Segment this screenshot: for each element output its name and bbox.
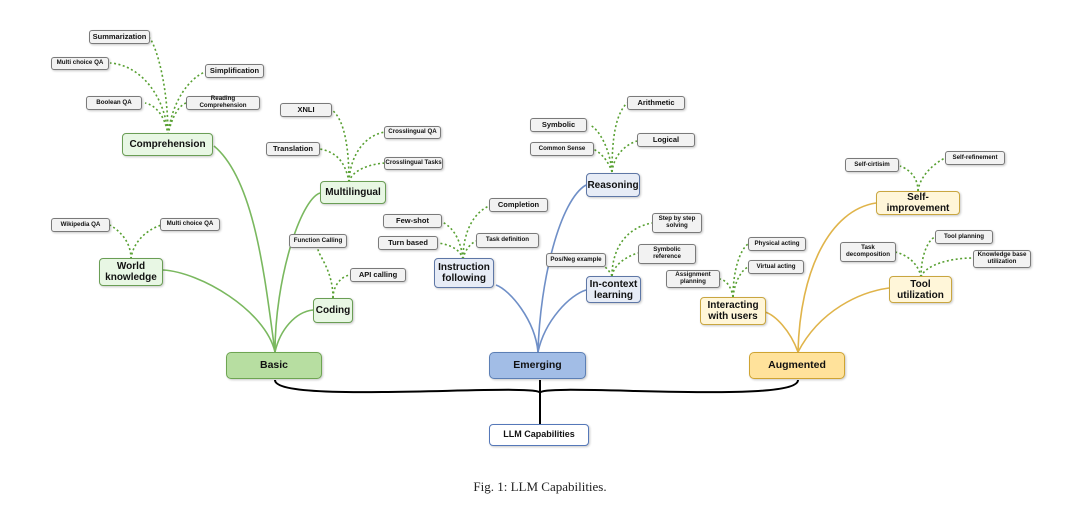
leaf-step-by-step-solving: Step by step solving	[652, 213, 702, 233]
leaf-xnli: XNLI	[280, 103, 332, 117]
leaf-tool-planning: Tool planning	[935, 230, 993, 244]
leaf-assignment-planning: Assignment planning	[666, 270, 720, 288]
node-in-context-learning: In-context learning	[586, 276, 641, 303]
root-llm-capabilities: LLM Capabilities	[489, 424, 589, 446]
node-comprehension: Comprehension	[122, 133, 213, 156]
leaf-self-cirtisim: Self-cirtisim	[845, 158, 899, 172]
branch-basic: Basic	[226, 352, 322, 379]
leaf-task-definition: Task definition	[476, 233, 539, 248]
augmented-connectors	[764, 202, 890, 353]
leaf-task-decomposition: Task decomposition	[840, 242, 896, 262]
branch-emerging: Emerging	[489, 352, 586, 379]
node-multilingual: Multilingual	[320, 181, 386, 204]
leaf-few-shot: Few-shot	[383, 214, 442, 228]
node-interacting-with-users: Interacting with users	[700, 297, 766, 325]
basic-connectors	[162, 145, 321, 353]
leaf-summarization: Summarization	[89, 30, 150, 44]
node-instruction-following: Instruction following	[434, 258, 494, 288]
leaf-connectors	[109, 37, 974, 299]
leaf-boolean-qa: Boolean QA	[86, 96, 142, 110]
node-reasoning: Reasoning	[586, 173, 640, 197]
node-tool-utilization: Tool utilization	[889, 276, 952, 303]
leaf-completion: Completion	[489, 198, 548, 212]
leaf-self-refinement: Self-refinement	[945, 151, 1005, 165]
leaf-logical: Logical	[637, 133, 695, 147]
leaf-crosslingual-qa: Crosslingual QA	[384, 126, 441, 139]
leaf-symbolic: Symbolic	[530, 118, 587, 132]
node-world-knowledge: World knowledge	[99, 258, 163, 286]
node-coding: Coding	[313, 298, 353, 323]
leaf-virtual-acting: Virtual acting	[748, 260, 804, 274]
leaf-physical-acting: Physical acting	[748, 237, 806, 251]
root-connectors	[274, 379, 799, 424]
leaf-multi-choice-qa-2: Multi choice QA	[160, 218, 220, 231]
leaf-common-sense: Common Sense	[530, 142, 594, 156]
leaf-reading-comprehension: Reading Comprehension	[186, 95, 260, 110]
leaf-api-calling: API calling	[350, 268, 406, 282]
leaf-turn-based: Turn based	[378, 236, 438, 250]
leaf-arithmetic: Arithmetic	[627, 96, 685, 110]
leaf-symbolic-reference: Symbolic reference	[638, 244, 696, 264]
emerging-connectors	[495, 184, 587, 353]
leaf-crosslingual-tasks: Crosslingual Tasks	[384, 157, 443, 170]
leaf-multi-choice-qa: Multi choice QA	[51, 57, 109, 70]
leaf-function-calling: Function Calling	[289, 234, 347, 248]
leaf-wikipedia-qa: Wikipedia QA	[51, 218, 110, 232]
figure-caption: Fig. 1: LLM Capabilities.	[473, 479, 607, 494]
leaf-simplification: Simplification	[205, 64, 264, 78]
node-self-improvement: Self-improvement	[876, 191, 960, 215]
branch-augmented: Augmented	[749, 352, 845, 379]
leaf-pos-neg-example: Pos/Neg example	[546, 253, 606, 267]
leaf-knowledge-base-utilization: Knowledge base utilization	[973, 250, 1031, 268]
leaf-translation: Translation	[266, 142, 320, 156]
